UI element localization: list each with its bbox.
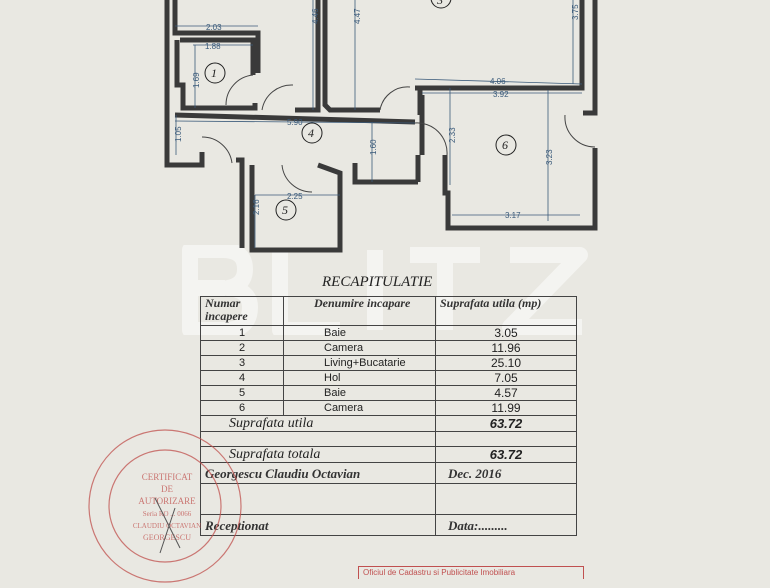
cell-name: Living+Bucatarie xyxy=(283,355,436,371)
dim-label: 4.47 xyxy=(353,8,362,24)
cell-name: Hol xyxy=(283,370,436,386)
dim-label: 2.16 xyxy=(252,199,261,215)
authorization-stamp: CERTIFICAT DE AUTORIZARE Seria RO ... 0066… xyxy=(88,429,242,583)
dim-label: 1.88 xyxy=(205,42,221,51)
wall xyxy=(180,37,256,75)
cell-area: 7.05 xyxy=(435,370,577,386)
dim-label: 3.23 xyxy=(545,149,554,165)
wall xyxy=(249,162,343,253)
wall xyxy=(172,0,261,73)
wall xyxy=(174,112,416,125)
wall xyxy=(295,0,321,113)
door-arc xyxy=(225,74,254,106)
dim-label: 1.69 xyxy=(192,72,201,88)
door-arc xyxy=(281,164,313,193)
dim-label: 2.33 xyxy=(448,127,457,143)
header-name: Denumire incapare xyxy=(283,296,436,326)
cell-nr: 5 xyxy=(200,385,284,401)
dim-label: 5.90 xyxy=(287,118,303,127)
wall xyxy=(415,0,585,91)
door-arc xyxy=(564,114,596,148)
door-arc xyxy=(261,84,294,111)
cell-area: 25.10 xyxy=(435,355,577,371)
wall xyxy=(352,163,418,185)
table-header: Numar incapere Denumire incapare Suprafa… xyxy=(200,296,577,326)
wall xyxy=(236,157,245,248)
cell-name: Baie xyxy=(283,385,436,401)
dim-label: 3.92 xyxy=(493,90,509,99)
dim-label: 2.03 xyxy=(206,23,222,32)
floor-plan: 2.03 1.88 1.69 4.46 4.47 3.75 4.06 3.92 … xyxy=(164,0,598,253)
room-number: 6 xyxy=(502,138,508,152)
svg-text:AUTORIZARE: AUTORIZARE xyxy=(138,496,196,506)
dim-label: 4.06 xyxy=(490,77,506,86)
door-arc xyxy=(414,122,448,156)
dim-label: 1.05 xyxy=(174,126,183,142)
date: Dec. 2016 xyxy=(435,462,577,484)
blank-row xyxy=(200,431,577,447)
room-number: 1 xyxy=(211,66,217,80)
cell-nr: 3 xyxy=(200,355,284,371)
wall xyxy=(174,40,258,111)
recap-table: Numar incapere Denumire incapare Suprafa… xyxy=(200,296,577,536)
author: Georgescu Claudiu Octavian xyxy=(200,462,436,484)
data-label: Data:......... xyxy=(435,514,577,536)
dim-label: 4.46 xyxy=(311,8,320,24)
cell-name: Camera xyxy=(283,340,436,356)
cell-area: 11.99 xyxy=(435,400,577,416)
blank-row xyxy=(200,483,577,515)
wall xyxy=(583,0,598,116)
dim-label: 3.17 xyxy=(505,211,521,220)
util-value: 63.72 xyxy=(435,415,577,432)
header-area: Suprafata utila (mp) xyxy=(435,296,577,326)
dim-label: 3.75 xyxy=(571,4,580,20)
wall xyxy=(442,148,598,231)
cell-nr: 4 xyxy=(200,370,284,386)
cell-name: Camera xyxy=(283,400,436,416)
received-label: Receptionat xyxy=(200,514,436,536)
door-arc xyxy=(201,136,233,164)
svg-text:CLAUDIU OCTAVIAN: CLAUDIU OCTAVIAN xyxy=(133,522,201,530)
room-number: 3 xyxy=(436,0,443,7)
wall xyxy=(164,0,205,168)
table-title: RECAPITULATIE xyxy=(322,274,433,290)
door-arc xyxy=(379,86,411,111)
dim-label: 1.60 xyxy=(369,139,378,155)
svg-text:GEORGESCU: GEORGESCU xyxy=(143,533,191,542)
room-number: 4 xyxy=(308,126,314,140)
svg-text:Seria RO ... 0066: Seria RO ... 0066 xyxy=(143,510,192,518)
util-label: Suprafata utila xyxy=(200,415,436,432)
cell-area: 3.05 xyxy=(435,325,577,341)
cell-name: Baie xyxy=(283,325,436,341)
dim-label: 2.25 xyxy=(287,192,303,201)
cell-nr: 2 xyxy=(200,340,284,356)
header-nr: Numar incapere xyxy=(200,296,284,326)
room-number: 5 xyxy=(282,203,288,217)
svg-text:CERTIFICAT: CERTIFICAT xyxy=(142,472,193,482)
total-value: 63.72 xyxy=(435,446,577,463)
cadastre-stamp: Oficiul de Cadastru si Publicitate Imobi… xyxy=(358,566,584,579)
cell-area: 4.57 xyxy=(435,385,577,401)
cell-nr: 6 xyxy=(200,400,284,416)
svg-text:DE: DE xyxy=(161,484,173,494)
cell-area: 11.96 xyxy=(435,340,577,356)
cell-nr: 1 xyxy=(200,325,284,341)
